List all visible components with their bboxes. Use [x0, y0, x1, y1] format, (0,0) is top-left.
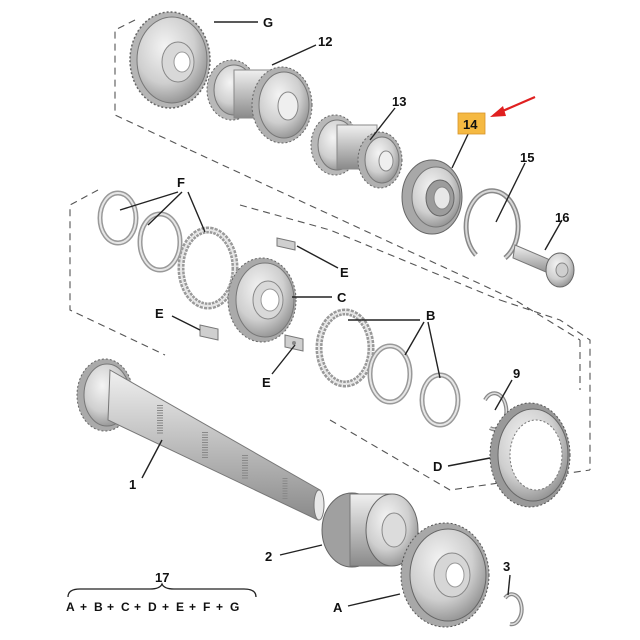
label-1: 1	[129, 477, 136, 492]
key-e-top[interactable]	[276, 237, 296, 251]
label-16: 16	[555, 210, 569, 225]
label-12: 12	[318, 34, 332, 49]
gear-a[interactable]	[400, 522, 490, 628]
assembly-formula: A + B + C + D + E + F + G	[66, 582, 257, 614]
label-14: 14	[463, 117, 478, 132]
formula-plus-2: +	[107, 600, 114, 614]
bearing-14[interactable]	[401, 159, 463, 235]
synchro-rings-b[interactable]	[315, 308, 461, 428]
label-g: G	[263, 15, 273, 30]
formula-c: C	[121, 600, 130, 614]
label-17: 17	[155, 570, 169, 585]
formula-plus-1: +	[80, 600, 87, 614]
label-3: 3	[503, 559, 510, 574]
formula-e: E	[176, 600, 184, 614]
dashed-outline-upper	[114, 19, 581, 390]
clip-3[interactable]	[503, 592, 524, 627]
leader-lines	[119, 21, 563, 607]
formula-plus-3: +	[134, 600, 141, 614]
label-c: C	[337, 290, 347, 305]
formula-plus-4: +	[162, 600, 169, 614]
gear-g[interactable]	[129, 11, 211, 109]
label-b: B	[426, 308, 435, 323]
label-a: A	[333, 600, 343, 615]
label-9: 9	[513, 366, 520, 381]
label-d: D	[433, 459, 442, 474]
formula-b: B	[94, 600, 103, 614]
formula-a: A	[66, 600, 75, 614]
gear-13[interactable]	[310, 114, 403, 189]
shaft-1[interactable]	[76, 358, 325, 521]
formula-plus-5: +	[189, 600, 196, 614]
key-e-left[interactable]	[199, 324, 219, 341]
formula-f: F	[203, 600, 210, 614]
label-e-top: E	[340, 265, 349, 280]
sleeve-d[interactable]	[489, 402, 571, 508]
label-13: 13	[392, 94, 406, 109]
arrow-indicator	[490, 95, 536, 117]
label-e-left: E	[155, 306, 164, 321]
label-f: F	[177, 175, 185, 190]
gear-cluster-12[interactable]	[206, 59, 313, 144]
bolt-16[interactable]	[512, 244, 575, 288]
formula-g: G	[230, 600, 239, 614]
bearing-2[interactable]	[321, 492, 419, 568]
label-15: 15	[520, 150, 534, 165]
formula-d: D	[148, 600, 157, 614]
callout-labels: G 12 13 14 15 16 F E C E E B 9 D 1 2 3 A…	[129, 15, 569, 615]
formula-plus-6: +	[216, 600, 223, 614]
label-e-bottom: E	[262, 375, 271, 390]
label-2: 2	[265, 549, 272, 564]
key-e-bottom[interactable]	[284, 334, 304, 352]
highlight-box	[457, 112, 486, 135]
synchronizer-hub-c[interactable]	[227, 257, 297, 343]
circlip-15[interactable]	[463, 188, 521, 260]
